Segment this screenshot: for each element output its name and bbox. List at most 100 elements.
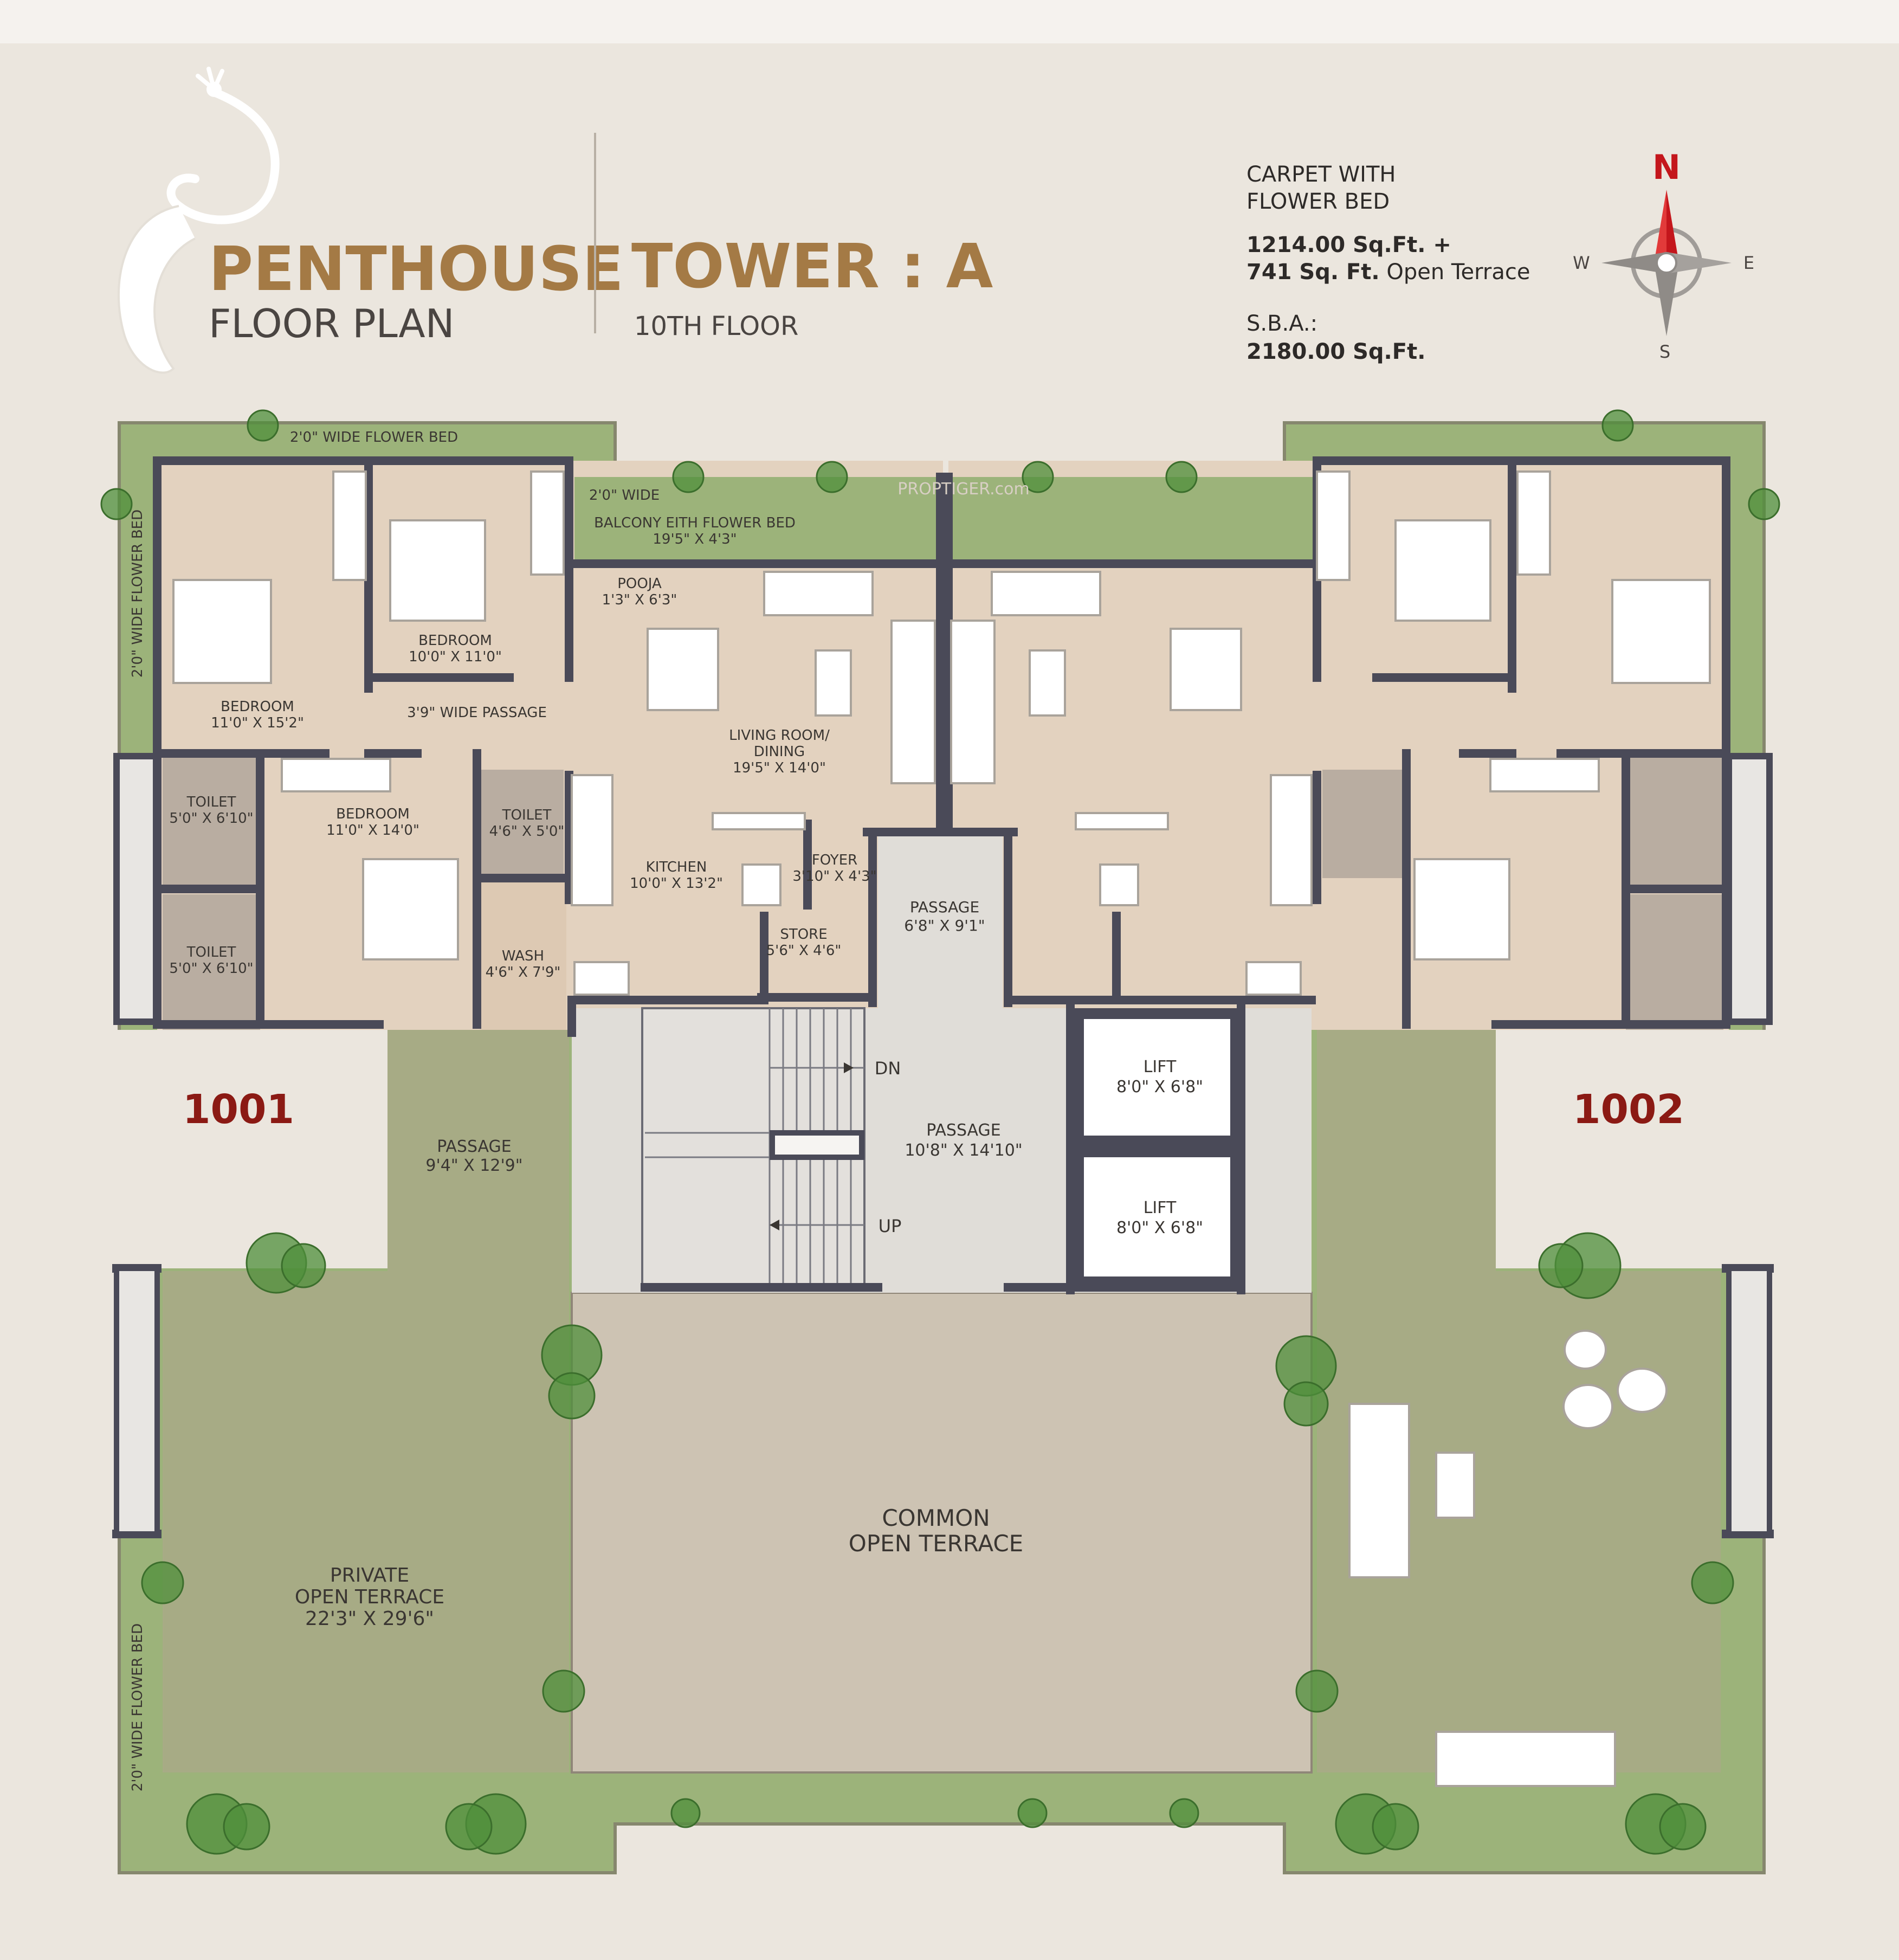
dining-table-icon bbox=[647, 628, 719, 711]
private-terrace-1001 bbox=[163, 1030, 569, 1772]
wardrobe-icon bbox=[332, 470, 367, 581]
compass-east: E bbox=[1743, 253, 1754, 273]
label-passage-c-size: 9'4" X 12'9" bbox=[425, 1156, 522, 1175]
sink-icon bbox=[1245, 961, 1302, 996]
label-foyer-size: 3'10" X 4'3" bbox=[792, 868, 876, 885]
label-lift-2-size: 8'0" X 6'8" bbox=[1116, 1218, 1203, 1237]
label-flower-bed-top: 2'0" WIDE FLOWER BED bbox=[290, 429, 458, 446]
label-wide-passage: 3'9" WIDE PASSAGE bbox=[407, 705, 547, 721]
label-toilet-a-size: 5'0" X 6'10" bbox=[169, 810, 253, 827]
label-living-size: 19'5" X 14'0" bbox=[733, 760, 826, 776]
lift-1 bbox=[1073, 1008, 1241, 1146]
bed-icon bbox=[1413, 858, 1510, 960]
tower-title: TOWER : A bbox=[631, 231, 993, 302]
unit-number-1002: 1002 bbox=[1573, 1086, 1684, 1133]
label-private-terrace-size: 22'3" X 29'6" bbox=[305, 1608, 434, 1630]
label-living-2: DINING bbox=[754, 744, 805, 760]
private-terrace-1002 bbox=[1317, 1030, 1721, 1772]
label-passage-c: PASSAGE bbox=[437, 1137, 512, 1156]
toilet-1001-a bbox=[163, 753, 260, 889]
svg-text:CARPET WITH: CARPET WITH bbox=[1246, 162, 1396, 187]
label-passage-a: PASSAGE bbox=[910, 898, 979, 916]
label-bedroom-c-size: 11'0" X 14'0" bbox=[326, 822, 419, 839]
compass-icon: N S E W bbox=[1573, 147, 1754, 362]
label-toilet-c: TOILET bbox=[186, 944, 236, 960]
svg-text:741 Sq. Ft. Open Terrace: 741 Sq. Ft. Open Terrace bbox=[1246, 260, 1530, 285]
label-toilet-a: TOILET bbox=[186, 794, 236, 810]
label-balcony-2: BALCONY EITH FLOWER BED bbox=[594, 515, 796, 531]
label-bedroom-a-size: 10'0" X 11'0" bbox=[409, 649, 502, 665]
label-passage-a-size: 6'8" X 9'1" bbox=[904, 917, 985, 934]
side-shaft-left bbox=[113, 753, 160, 1025]
svg-text:1214.00 Sq.Ft. +: 1214.00 Sq.Ft. + bbox=[1246, 233, 1451, 257]
toilet-1001-b bbox=[163, 894, 260, 1030]
hob-icon bbox=[1075, 812, 1169, 830]
label-flower-bed-left-bottom: 2'0" WIDE FLOWER BED bbox=[130, 1623, 146, 1791]
label-lift-2: LIFT bbox=[1144, 1198, 1177, 1217]
compass-north: N bbox=[1652, 147, 1681, 187]
label-bedroom-b: BEDROOM bbox=[221, 699, 294, 715]
chair-icon bbox=[1564, 1330, 1607, 1370]
peacock-logo bbox=[117, 67, 280, 374]
label-store: STORE bbox=[780, 926, 827, 943]
wardrobe-icon bbox=[1316, 470, 1351, 581]
chair-icon bbox=[1617, 1368, 1668, 1413]
label-pooja: POOJA bbox=[617, 576, 662, 592]
tree-icons bbox=[100, 409, 1780, 1855]
label-pooja-size: 1'3" X 6'3" bbox=[602, 592, 677, 608]
walls bbox=[112, 456, 1774, 1538]
floor-label: 10TH FLOOR bbox=[634, 311, 798, 341]
wash-1001 bbox=[480, 878, 566, 1030]
wardrobe-icon bbox=[1516, 470, 1551, 576]
label-bedroom-a: BEDROOM bbox=[418, 633, 492, 649]
compass-west: W bbox=[1573, 253, 1590, 273]
wardrobe-icon bbox=[281, 758, 391, 792]
side-shaft-right bbox=[1726, 753, 1773, 1025]
watermark: PROPTIGER.com bbox=[897, 480, 1029, 499]
void-left bbox=[117, 1030, 387, 1268]
stair-landing-rail bbox=[770, 1130, 864, 1160]
bed-icon bbox=[362, 858, 459, 960]
sink-icon bbox=[573, 961, 630, 996]
label-flower-bed-left-top: 2'0" WIDE FLOWER BED bbox=[130, 510, 146, 678]
bed-icon bbox=[172, 579, 272, 684]
label-balcony-3: 19'5" X 4'3" bbox=[653, 531, 737, 547]
label-store-size: 5'6" X 4'6" bbox=[766, 943, 842, 959]
coffee-table-icon bbox=[1029, 649, 1066, 717]
plan-title: PENTHOUSE bbox=[209, 234, 624, 305]
void-right bbox=[1496, 1030, 1772, 1268]
unit-number-1001: 1001 bbox=[183, 1086, 294, 1133]
counter-icon bbox=[1270, 774, 1313, 906]
label-passage-b: PASSAGE bbox=[926, 1121, 1001, 1140]
dining-table-icon bbox=[1170, 628, 1242, 711]
label-bedroom-c: BEDROOM bbox=[336, 806, 410, 822]
lift-2 bbox=[1073, 1146, 1241, 1287]
toilet-1002-c bbox=[1322, 770, 1406, 878]
svg-text:FLOWER BED: FLOWER BED bbox=[1246, 189, 1390, 214]
label-bedroom-b-size: 11'0" X 15'2" bbox=[211, 715, 304, 731]
terrace-pillar-right bbox=[1726, 1266, 1772, 1537]
sofa-icon bbox=[1348, 1403, 1410, 1578]
coffee-table-icon bbox=[815, 649, 852, 717]
sofa-icon bbox=[950, 620, 996, 784]
terrace-pillar-left bbox=[114, 1266, 160, 1537]
toilet-1002-a bbox=[1626, 753, 1723, 889]
common-open-terrace bbox=[571, 1292, 1313, 1774]
label-toilet-b-size: 4'6" X 5'0" bbox=[489, 823, 565, 840]
toilet-1002-b bbox=[1626, 894, 1723, 1030]
sofa-icon bbox=[991, 571, 1101, 616]
wardrobe-icon bbox=[530, 470, 565, 576]
bed-icon bbox=[1611, 579, 1711, 684]
label-common-terrace: COMMON bbox=[882, 1505, 990, 1531]
label-stair-down: DN bbox=[875, 1058, 901, 1079]
label-foyer: FOYER bbox=[812, 852, 857, 868]
label-stair-up: UP bbox=[879, 1216, 902, 1236]
bed-icon bbox=[1394, 519, 1491, 622]
label-balcony-1: 2'0" WIDE bbox=[589, 487, 660, 504]
furniture bbox=[172, 470, 1711, 1787]
toilet-1001-c bbox=[480, 770, 564, 878]
balcony-left bbox=[574, 477, 943, 564]
label-lift-1: LIFT bbox=[1144, 1058, 1177, 1076]
